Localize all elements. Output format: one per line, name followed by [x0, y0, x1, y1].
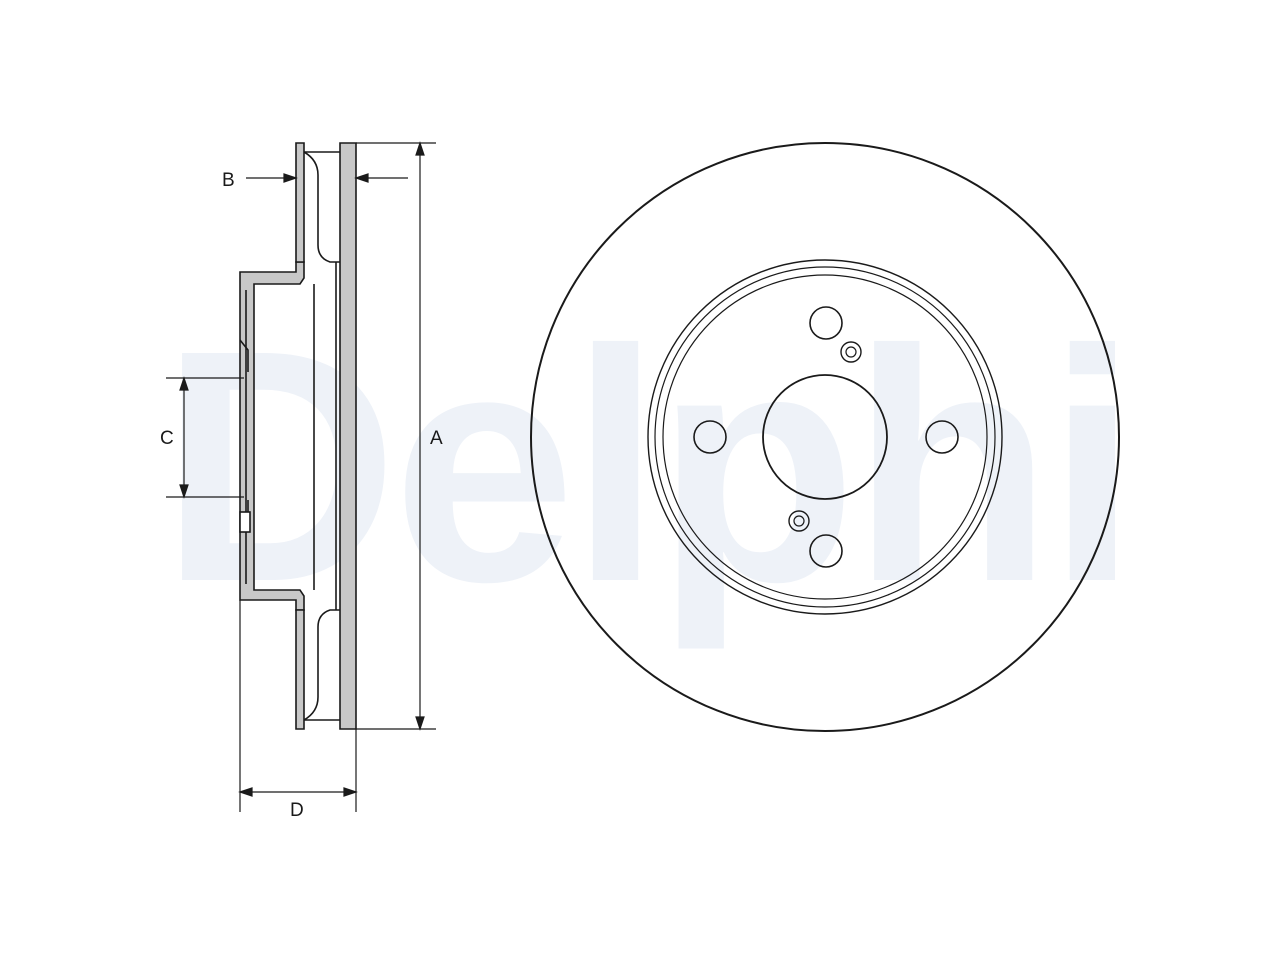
side-section-view [239, 142, 357, 730]
delphi-watermark: Delphi [160, 281, 1132, 652]
bolt-hole [693, 420, 727, 454]
hub-pilot [239, 511, 251, 533]
disc-outer-edge [530, 142, 1120, 732]
vane-curve-bottom [303, 609, 340, 721]
dimension-d-label: D [290, 800, 304, 821]
dimension-b [246, 173, 408, 183]
hub-step-top [239, 339, 249, 372]
inner-friction-plate [339, 142, 357, 730]
dimension-a [356, 141, 436, 731]
vane-curve-top [303, 151, 340, 263]
locating-screw-hole [788, 510, 810, 532]
locating-screw-hole [793, 515, 805, 527]
outer-friction-plate [295, 142, 305, 263]
hat-outer-edge [654, 266, 996, 608]
bolt-hole [809, 306, 843, 340]
outer-friction-plate-lower [295, 609, 305, 730]
locating-screw-hole [845, 346, 857, 358]
bolt-hole [925, 420, 959, 454]
center-bore [762, 374, 888, 500]
friction-ring-inner-edge [647, 259, 1003, 615]
bolt-hole [809, 534, 843, 568]
locating-screw-hole [840, 341, 862, 363]
dimension-b-label: B [222, 170, 235, 191]
dimension-a-label: A [430, 428, 443, 449]
hat-inner-edge [662, 274, 988, 600]
dimension-c [166, 376, 244, 499]
front-view [530, 142, 1120, 732]
dimension-c-label: C [160, 428, 174, 449]
dimension-d [238, 600, 358, 812]
